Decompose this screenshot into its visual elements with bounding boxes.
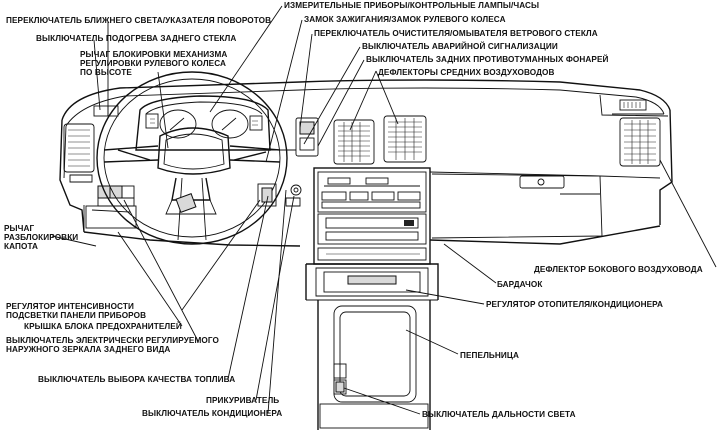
label-hood-release: РЫЧАГ РАЗБЛОКИРОВКИ КАПОТА (4, 224, 79, 252)
leader-lines (51, 5, 717, 415)
label-fuse-cover: КРЫШКА БЛОКА ПРЕДОХРАНИТЕЛЕЙ (24, 322, 182, 331)
label-center-vents: ДЕФЛЕКТОРЫ СРЕДНИХ ВОЗДУХОВОДОВ (378, 68, 555, 77)
label-heater-ac-control: РЕГУЛЯТОР ОТОПИТЕЛЯ/КОНДИЦИОНЕРА (486, 300, 664, 309)
label-hazard-switch: ВЫКЛЮЧАТЕЛЬ АВАРИЙНОЙ СИГНАЛИЗАЦИИ (362, 42, 558, 51)
label-rear-fog-switch: ВЫКЛЮЧАТЕЛЬ ЗАДНИХ ПРОТИВОТУМАННЫХ ФОНАР… (366, 55, 609, 64)
glovebox (431, 173, 603, 239)
instrument-cluster (135, 95, 271, 151)
label-wiper-switch: ПЕРЕКЛЮЧАТЕЛЬ ОЧИСТИТЕЛЯ/ОМЫВАТЕЛЯ ВЕТРО… (314, 29, 598, 38)
label-fuel-quality-switch: ВЫКЛЮЧАТЕЛЬ ВЫБОРА КАЧЕСТВА ТОПЛИВА (38, 375, 236, 384)
right-vent (619, 99, 661, 167)
label-glovebox: БАРДАЧОК (497, 280, 543, 289)
center-vents (333, 115, 427, 165)
label-panel-dimmer: РЕГУЛЯТОР ИНТЕНСИВНОСТИ ПОДСВЕТКИ ПАНЕЛИ… (6, 302, 147, 321)
label-cigarette-lighter: ПРИКУРИВАТЕЛЬ (206, 396, 280, 405)
console (305, 263, 439, 430)
steering-wheel (96, 71, 288, 245)
label-rear-defog-switch: ВЫКЛЮЧАТЕЛЬ ПОДОГРЕВА ЗАДНЕГО СТЕКЛА (36, 34, 237, 43)
label-side-vent: ДЕФЛЕКТОР БОКОВОГО ВОЗДУХОВОДА (534, 265, 703, 274)
center-stack (313, 167, 431, 265)
label-ignition-lock: ЗАМОК ЗАЖИГАНИЯ/ЗАМОК РУЛЕВОГО КОЛЕСА (304, 15, 506, 24)
label-beam-switch: ВЫКЛЮЧАТЕЛЬ ДАЛЬНОСТИ СВЕТА (422, 410, 576, 419)
dashboard-body (59, 79, 673, 247)
right-switches (257, 117, 319, 207)
label-steering-tilt-lever: РЫЧАГ БЛОКИРОВКИ МЕХАНИЗМА РЕГУЛИРОВКИ Р… (80, 50, 228, 78)
label-ac-switch: ВЫКЛЮЧАТЕЛЬ КОНДИЦИОНЕРА (142, 409, 283, 418)
label-headlight-turn-switch: ПЕРЕКЛЮЧАТЕЛЬ БЛИЖНЕГО СВЕТА/УКАЗАТЕЛЯ П… (6, 16, 272, 25)
label-ashtray: ПЕПЕЛЬНИЦА (460, 351, 520, 360)
label-mirror-switch: ВЫКЛЮЧАТЕЛЬ ЭЛЕКТРИЧЕСКИ РЕГУЛИРУЕМОГО Н… (6, 336, 219, 355)
label-gauges-clock: ИЗМЕРИТЕЛЬНЫЕ ПРИБОРЫ/КОНТРОЛЬНЫЕ ЛАМПЫ/… (284, 1, 540, 10)
